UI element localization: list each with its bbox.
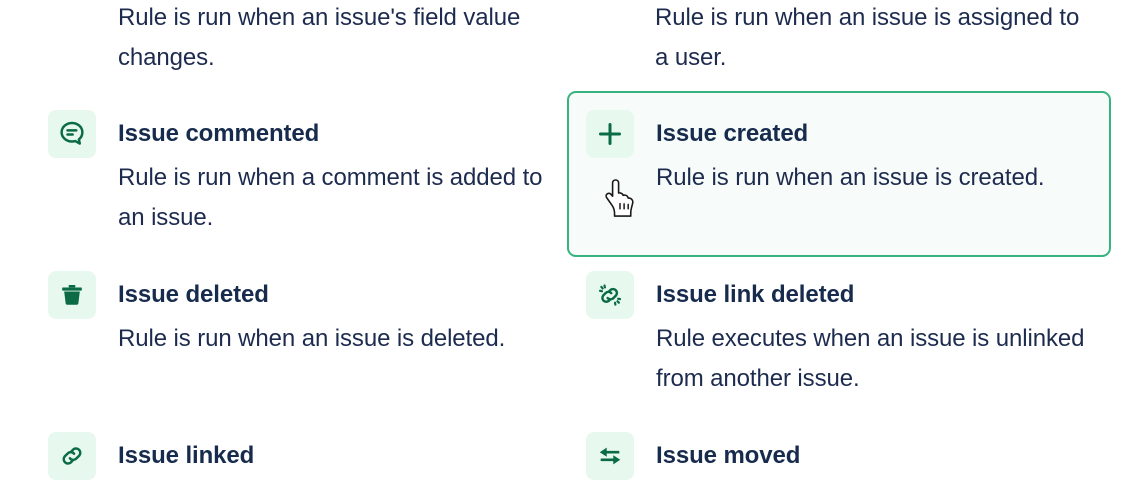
transfer-arrows-icon (586, 432, 634, 480)
trigger-item-issue-link-deleted[interactable]: Issue link deleted Rule executes when an… (586, 271, 1096, 399)
trigger-description: Rule is run when a comment is added to a… (118, 164, 543, 231)
trigger-description-fragment-field-value-changed: Rule is run when an issue's field value … (118, 4, 521, 71)
trigger-item-issue-created[interactable]: Issue created Rule is run when an issue … (586, 110, 1086, 198)
trigger-item-issue-deleted[interactable]: Issue deleted Rule is run when an issue … (48, 271, 548, 359)
selected-trigger-card[interactable] (567, 91, 1111, 257)
trigger-title: Issue moved (656, 442, 801, 469)
trigger-header: Issue created (586, 110, 1086, 158)
trigger-description: Rule executes when an issue is unlinked … (656, 325, 1085, 392)
trigger-header: Issue commented (48, 110, 548, 158)
trigger-header: Issue deleted (48, 271, 548, 319)
broken-link-icon (586, 271, 634, 319)
trigger-header: Issue linked (48, 432, 548, 480)
trigger-title: Issue linked (118, 442, 255, 469)
trigger-item-issue-commented[interactable]: Issue commented Rule is run when a comme… (48, 110, 548, 238)
plus-icon (586, 110, 634, 158)
trigger-description: Rule is run when an issue is created. (656, 164, 1045, 191)
comment-icon (48, 110, 96, 158)
trigger-header: Issue moved (586, 432, 1086, 480)
trigger-description: Rule is run when an issue is deleted. (118, 325, 506, 352)
trash-icon (48, 271, 96, 319)
trigger-item-issue-moved[interactable]: Issue moved (586, 432, 1086, 480)
link-icon (48, 432, 96, 480)
trigger-description-fragment-issue-assigned: Rule is run when an issue is assigned to… (655, 4, 1080, 71)
trigger-title: Issue created (656, 120, 809, 147)
trigger-header: Issue link deleted (586, 271, 1096, 319)
trigger-item-issue-linked[interactable]: Issue linked (48, 432, 548, 480)
trigger-title: Issue link deleted (656, 281, 855, 308)
trigger-title: Issue deleted (118, 281, 269, 308)
trigger-title: Issue commented (118, 120, 320, 147)
